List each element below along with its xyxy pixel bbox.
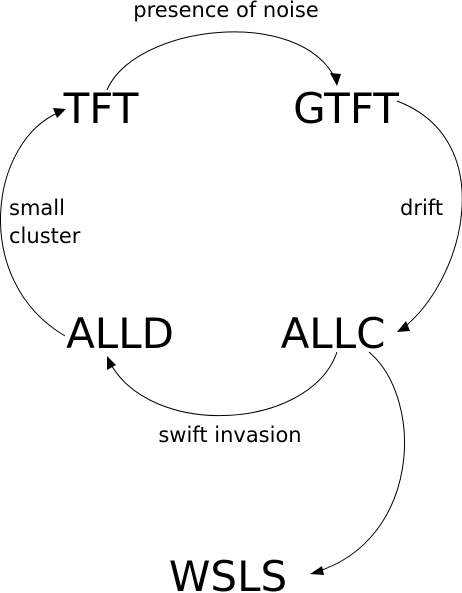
node-gtft: GTFT: [293, 84, 399, 133]
nodes: TFT GTFT ALLD ALLC WSLS: [63, 84, 400, 593]
edge-label-presence-of-noise: presence of noise: [133, 0, 319, 22]
edge-allc-to-wsls: [315, 351, 405, 573]
edge-label-swift-invasion: swift invasion: [158, 423, 301, 447]
node-alld: ALLD: [66, 309, 174, 358]
arrowhead-tft: [53, 108, 66, 118]
edge-label-drift: drift: [400, 196, 443, 220]
edge-alld-to-tft: [0, 111, 66, 337]
edge-labels: presence of noise drift swift invasion s…: [9, 0, 443, 447]
edge-allc-to-alld: [108, 351, 338, 417]
arrowhead-alld: [107, 356, 116, 370]
node-tft: TFT: [63, 84, 139, 133]
arrowhead-allc: [397, 321, 410, 332]
edge-label-cluster: cluster: [9, 224, 81, 248]
node-allc: ALLC: [281, 309, 386, 358]
arrowhead-gtft: [330, 73, 341, 86]
edge-label-small: small: [9, 196, 65, 220]
arrowhead-wsls: [310, 566, 324, 575]
edge-tft-to-gtft: [106, 31, 337, 91]
node-wsls: WSLS: [169, 552, 287, 593]
